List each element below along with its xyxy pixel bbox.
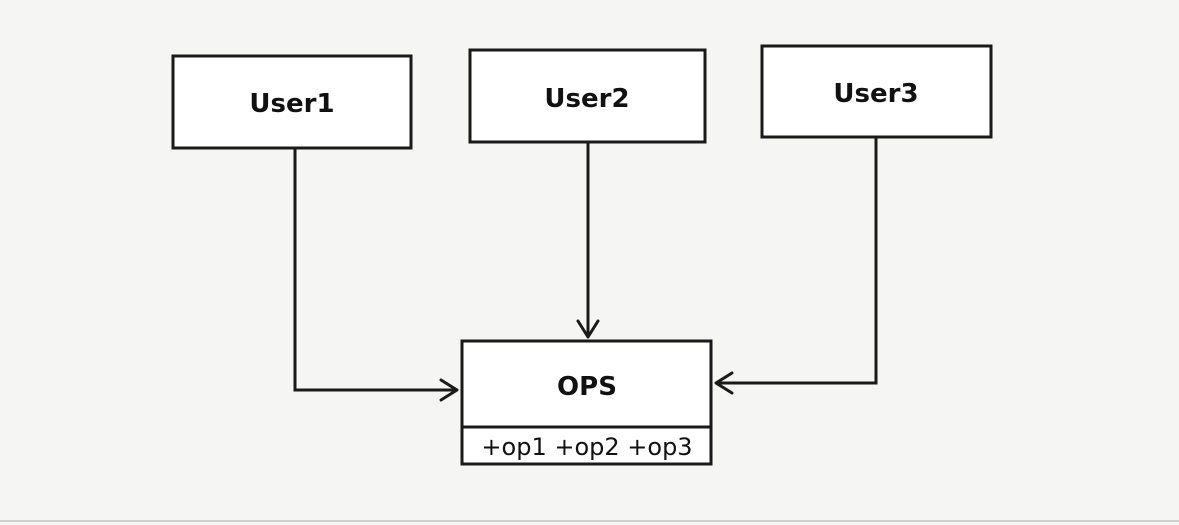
ops-class-box: OPS +op1 +op2 +op3 (460, 339, 713, 466)
arrow-head-left (439, 378, 459, 402)
connector-user1-ops (293, 148, 459, 402)
arrow-head-down (576, 319, 600, 339)
connector-user2-ops (576, 142, 600, 339)
user2-box: User2 (468, 48, 707, 144)
user2-label: User2 (544, 84, 629, 114)
ops-title: OPS (557, 372, 617, 402)
ops-methods: +op1 +op2 +op3 (481, 433, 692, 461)
user1-label: User1 (249, 89, 334, 119)
user1-box: User1 (171, 54, 413, 150)
connector-user3-ops (714, 137, 878, 395)
user3-box: User3 (760, 44, 993, 139)
user3-label: User3 (833, 79, 918, 109)
arrow-head-right (714, 371, 734, 395)
